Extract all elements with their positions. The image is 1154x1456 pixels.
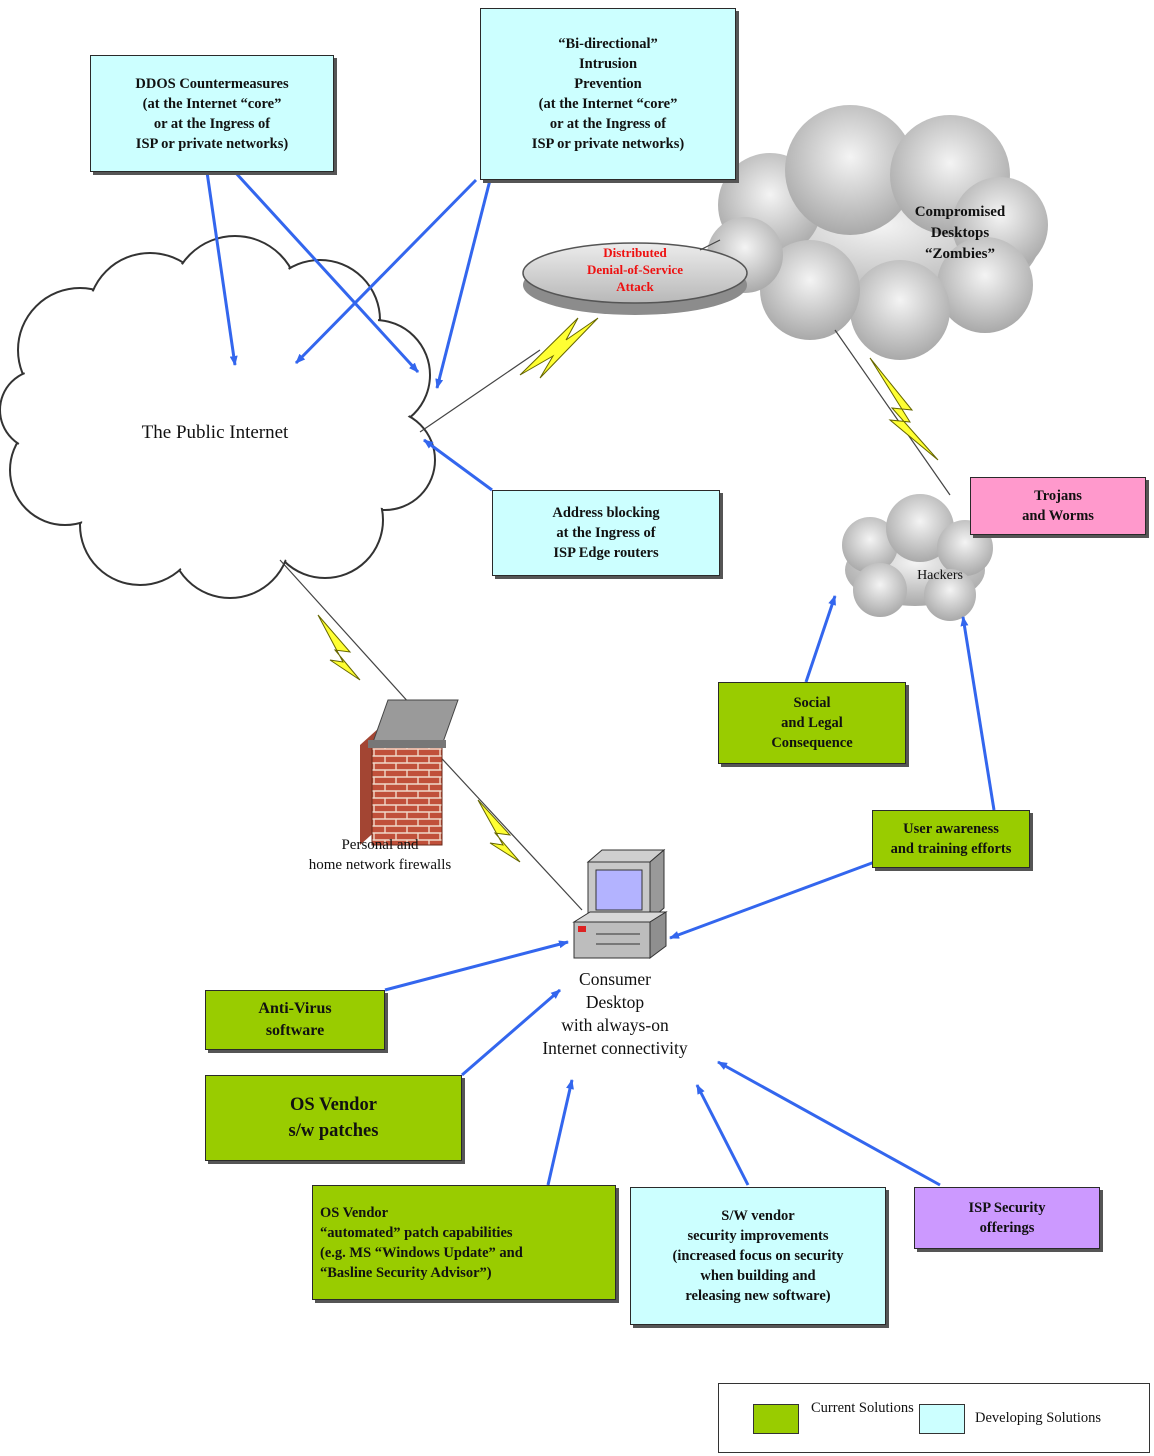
consumer-line: Internet connectivity	[542, 1038, 688, 1058]
ddos-attack-disk	[522, 242, 748, 315]
arrow-antivirus-to-desktop	[384, 940, 569, 992]
hackers-cloud	[842, 494, 993, 621]
os-patches-line: s/w patches	[288, 1121, 379, 1141]
os-automated-line: (e.g. MS “Windows Update” and	[320, 1244, 523, 1261]
zombies-line: Compromised	[914, 204, 1006, 220]
user-awareness-line: and training efforts	[890, 841, 1012, 857]
antivirus-line: software	[265, 1022, 325, 1039]
bidirectional-line: (at the Internet “core”	[538, 96, 678, 112]
trojans-worms-box: Trojans and Worms	[970, 477, 1146, 535]
address-blocking-line: Address blocking	[552, 505, 660, 521]
os-automated-line: “Basline Security Advisor”)	[320, 1264, 492, 1281]
bidirectional-ips-box: “Bi-directional” Intrusion Prevention (a…	[480, 8, 736, 180]
arrow-social-to-hackers	[804, 595, 837, 683]
arrow-awareness-to-desktop	[669, 858, 881, 940]
arrow-awareness-to-hackers	[960, 616, 996, 811]
address-blocking-box: Address blocking at the Ingress of ISP E…	[492, 490, 720, 576]
ddos-attack-label: Distributed Denial-of-Service Attack	[565, 244, 705, 295]
legend: Current Solutions Developing Solutions	[718, 1383, 1150, 1453]
bidirectional-line: “Bi-directional”	[558, 36, 658, 52]
isp-security-box: ISP Security offerings	[914, 1187, 1100, 1249]
social-line: and Legal	[781, 715, 843, 731]
internet-label: The Public Internet	[141, 422, 289, 443]
ddos-line: or at the Ingress of	[153, 115, 271, 132]
firewall-icon	[360, 699, 459, 846]
bidirectional-line: Prevention	[574, 76, 642, 92]
hackers-label: Hackers	[917, 568, 963, 583]
desktop-computer-icon	[572, 848, 668, 959]
zombies-line: “Zombies”	[924, 246, 995, 262]
social-line: Social	[793, 695, 831, 711]
trojans-line: and Worms	[1022, 508, 1094, 524]
consumer-line: Desktop	[585, 992, 645, 1012]
lightning-bolt-internet-attack	[519, 317, 599, 379]
trojans-line: Trojans	[1034, 488, 1082, 504]
arrow-os-automated-to-desktop	[546, 1079, 574, 1186]
arrow-address-blocking-to-internet	[423, 438, 493, 492]
zombies-label: Compromised Desktops “Zombies”	[880, 202, 1040, 265]
user-awareness-line: User awareness	[903, 821, 999, 837]
zombies-line: Desktops	[930, 225, 990, 241]
arrow-ddos-to-internet-b	[233, 170, 420, 374]
bidirectional-line: or at the Ingress of	[549, 116, 667, 132]
address-blocking-line: at the Ingress of	[556, 525, 656, 541]
sw-vendor-line: releasing new software)	[685, 1288, 831, 1304]
lightning-bolt-internet-firewall	[317, 614, 361, 681]
consumer-desktop-label: Consumer Desktop with always-on Internet…	[510, 968, 720, 1060]
sw-vendor-box: S/W vendor security improvements (increa…	[630, 1187, 886, 1325]
legend-label-developing: Developing Solutions	[975, 1410, 1102, 1426]
os-patches-line: OS Vendor	[290, 1095, 377, 1115]
lightning-bolt-firewall-desktop	[477, 799, 521, 863]
firewall-line: Personal and	[341, 837, 419, 853]
arrow-bidirectional-to-internet-b	[435, 179, 492, 389]
arrow-sw-vendor-to-desktop	[695, 1084, 750, 1186]
ddos-line: DDOS Countermeasures	[135, 75, 289, 92]
consumer-line: Consumer	[579, 969, 651, 989]
os-automated-line: “automated” patch capabilities	[320, 1224, 513, 1241]
firewall-label: Personal and home network firewalls	[270, 835, 490, 875]
arrow-isp-to-desktop	[717, 1060, 941, 1187]
social-line: Consequence	[771, 735, 853, 751]
sw-vendor-line: when building and	[700, 1268, 816, 1284]
isp-security-line: offerings	[979, 1220, 1035, 1236]
ddos-line: (at the Internet “core”	[142, 95, 282, 112]
ddos-line: ISP or private networks)	[135, 135, 289, 152]
legend-swatch-developing	[919, 1404, 965, 1434]
os-vendor-automated-box: OS Vendor “automated” patch capabilities…	[312, 1185, 616, 1300]
sw-vendor-line: security improvements	[687, 1228, 829, 1244]
bidirectional-line: Intrusion	[578, 56, 638, 72]
legend-swatch-current	[753, 1404, 799, 1434]
ddos-attack-line: Denial-of-Service	[586, 262, 684, 277]
arrow-ddos-to-internet-a	[205, 171, 238, 366]
legend-current-line: Current	[811, 1400, 856, 1416]
antivirus-box: Anti-Virus software	[205, 990, 385, 1050]
arrow-os-patches-to-desktop	[461, 988, 561, 1077]
consumer-line: with always-on	[561, 1015, 669, 1035]
firewall-line: home network firewalls	[308, 857, 452, 873]
sw-vendor-line: (increased focus on security	[672, 1248, 844, 1264]
arrow-bidirectional-to-internet-a	[294, 178, 478, 365]
os-automated-line: OS Vendor	[320, 1204, 389, 1221]
isp-security-line: ISP Security	[968, 1200, 1046, 1216]
ddos-attack-line: Distributed	[603, 245, 667, 260]
ddos-countermeasures-box: DDOS Countermeasures (at the Internet “c…	[90, 55, 334, 172]
user-awareness-box: User awareness and training efforts	[872, 810, 1030, 868]
address-blocking-line: ISP Edge routers	[553, 545, 659, 561]
os-vendor-patches-box: OS Vendor s/w patches	[205, 1075, 462, 1161]
ddos-attack-line: Attack	[616, 279, 654, 294]
sw-vendor-line: S/W vendor	[721, 1208, 795, 1224]
legend-label-current: Current Solutions	[811, 1398, 914, 1418]
antivirus-line: Anti-Virus	[258, 1000, 332, 1017]
social-legal-box: Social and Legal Consequence	[718, 682, 906, 764]
lightning-bolt-zombies-hackers	[869, 357, 939, 461]
legend-current-line: Solutions	[858, 1400, 914, 1416]
bidirectional-line: ISP or private networks)	[531, 136, 685, 152]
